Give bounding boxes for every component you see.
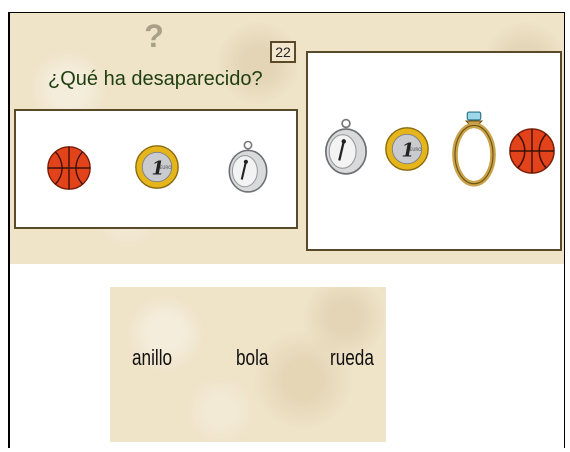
euro-coin-icon [384,107,430,191]
euro-coin-icon [134,142,180,192]
basketball-icon [508,105,556,197]
basketball-icon [46,143,92,193]
answer-option-anillo[interactable]: anillo [132,345,173,370]
question-prompt: ¿Qué ha desaparecido? [48,68,263,90]
answer-options-panel: anillo bola rueda [110,287,386,442]
original-items-panel [302,13,564,264]
remaining-items-box [14,109,298,229]
pocket-watch-icon [222,139,274,195]
ring-icon [446,97,502,201]
question-mark-icon[interactable]: ? [144,18,164,54]
counter-badge: 22 [270,41,296,63]
pocket-watch-icon [318,103,374,191]
answer-option-bola[interactable]: bola [236,345,269,370]
original-items-box [306,51,562,251]
answer-option-rueda[interactable]: rueda [330,345,374,370]
question-panel: ? 22 ¿Qué ha desaparecido? [10,13,302,264]
